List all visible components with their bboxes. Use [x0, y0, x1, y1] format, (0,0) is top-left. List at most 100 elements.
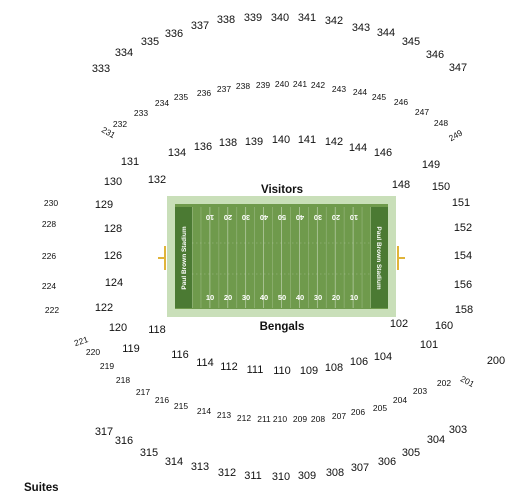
section-218[interactable]: 218	[116, 375, 130, 385]
section-119[interactable]: 119	[122, 343, 140, 355]
section-342[interactable]: 342	[325, 15, 343, 27]
section-222[interactable]: 222	[45, 305, 59, 315]
section-207[interactable]: 207	[332, 411, 346, 421]
section-148[interactable]: 148	[392, 179, 410, 191]
section-111[interactable]: 111	[247, 364, 264, 376]
section-128[interactable]: 128	[104, 223, 122, 235]
section-213[interactable]: 213	[217, 410, 231, 420]
section-308[interactable]: 308	[326, 467, 344, 479]
section-208[interactable]: 208	[311, 414, 325, 424]
section-310[interactable]: 310	[272, 471, 290, 483]
section-108[interactable]: 108	[325, 362, 343, 374]
section-240[interactable]: 240	[275, 79, 289, 89]
section-233[interactable]: 233	[134, 108, 148, 118]
section-141[interactable]: 141	[298, 134, 316, 146]
section-307[interactable]: 307	[351, 462, 369, 474]
section-339[interactable]: 339	[244, 12, 262, 24]
section-336[interactable]: 336	[165, 28, 183, 40]
section-230[interactable]: 230	[44, 198, 58, 208]
section-126[interactable]: 126	[104, 250, 122, 262]
section-120[interactable]: 120	[109, 322, 127, 334]
section-239[interactable]: 239	[256, 80, 270, 90]
section-338[interactable]: 338	[217, 14, 235, 26]
section-124[interactable]: 124	[105, 277, 123, 289]
section-201[interactable]: 201	[459, 374, 476, 390]
section-247[interactable]: 247	[415, 107, 429, 117]
section-249[interactable]: 249	[447, 127, 465, 143]
section-158[interactable]: 158	[455, 304, 473, 316]
section-224[interactable]: 224	[42, 281, 56, 291]
section-314[interactable]: 314	[165, 456, 183, 468]
section-345[interactable]: 345	[402, 36, 420, 48]
section-242[interactable]: 242	[311, 80, 325, 90]
section-343[interactable]: 343	[352, 22, 370, 34]
section-248[interactable]: 248	[434, 118, 448, 128]
section-211[interactable]: 211	[257, 414, 271, 424]
section-106[interactable]: 106	[350, 356, 368, 368]
section-217[interactable]: 217	[136, 387, 150, 397]
section-102[interactable]: 102	[390, 318, 408, 330]
section-237[interactable]: 237	[217, 84, 231, 94]
section-138[interactable]: 138	[219, 137, 237, 149]
section-129[interactable]: 129	[95, 199, 113, 211]
section-333[interactable]: 333	[92, 63, 110, 75]
section-149[interactable]: 149	[422, 159, 440, 171]
section-212[interactable]: 212	[237, 413, 251, 423]
section-203[interactable]: 203	[413, 386, 427, 396]
section-142[interactable]: 142	[325, 136, 343, 148]
section-236[interactable]: 236	[197, 88, 211, 98]
section-146[interactable]: 146	[374, 147, 392, 159]
section-315[interactable]: 315	[140, 447, 158, 459]
section-144[interactable]: 144	[349, 142, 367, 154]
section-200[interactable]: 200	[487, 355, 505, 367]
section-114[interactable]: 114	[196, 357, 214, 369]
section-209[interactable]: 209	[293, 414, 307, 424]
section-122[interactable]: 122	[95, 302, 113, 314]
section-313[interactable]: 313	[191, 461, 209, 473]
section-134[interactable]: 134	[168, 147, 186, 159]
section-104[interactable]: 104	[374, 351, 392, 363]
section-156[interactable]: 156	[454, 279, 472, 291]
section-303[interactable]: 303	[449, 424, 467, 436]
section-317[interactable]: 317	[95, 426, 113, 438]
section-110[interactable]: 110	[273, 365, 291, 377]
section-232[interactable]: 232	[113, 119, 127, 129]
section-140[interactable]: 140	[272, 134, 290, 146]
section-132[interactable]: 132	[148, 174, 166, 186]
section-226[interactable]: 226	[42, 251, 56, 261]
section-347[interactable]: 347	[449, 62, 467, 74]
section-221[interactable]: 221	[73, 334, 90, 348]
section-130[interactable]: 130	[104, 176, 122, 188]
section-334[interactable]: 334	[115, 47, 133, 59]
section-340[interactable]: 340	[271, 12, 289, 24]
section-136[interactable]: 136	[194, 141, 212, 153]
section-312[interactable]: 312	[218, 467, 236, 479]
section-309[interactable]: 309	[298, 470, 316, 482]
section-112[interactable]: 112	[220, 361, 238, 373]
section-246[interactable]: 246	[394, 97, 408, 107]
section-235[interactable]: 235	[174, 92, 188, 102]
section-151[interactable]: 151	[452, 197, 470, 209]
section-131[interactable]: 131	[121, 156, 139, 168]
section-238[interactable]: 238	[236, 81, 250, 91]
section-337[interactable]: 337	[191, 20, 209, 32]
section-311[interactable]: 311	[244, 470, 262, 482]
section-306[interactable]: 306	[378, 456, 396, 468]
section-228[interactable]: 228	[42, 219, 56, 229]
section-346[interactable]: 346	[426, 49, 444, 61]
section-118[interactable]: 118	[148, 324, 166, 336]
section-243[interactable]: 243	[332, 84, 346, 94]
section-344[interactable]: 344	[377, 27, 395, 39]
section-215[interactable]: 215	[174, 401, 188, 411]
section-101[interactable]: 101	[420, 339, 438, 351]
section-109[interactable]: 109	[300, 365, 318, 377]
section-160[interactable]: 160	[435, 320, 453, 332]
section-241[interactable]: 241	[293, 79, 307, 89]
section-202[interactable]: 202	[437, 378, 451, 388]
section-244[interactable]: 244	[353, 87, 367, 97]
section-304[interactable]: 304	[427, 434, 445, 446]
section-216[interactable]: 216	[155, 395, 169, 405]
section-139[interactable]: 139	[245, 136, 263, 148]
section-220[interactable]: 220	[86, 347, 100, 357]
section-305[interactable]: 305	[402, 447, 420, 459]
